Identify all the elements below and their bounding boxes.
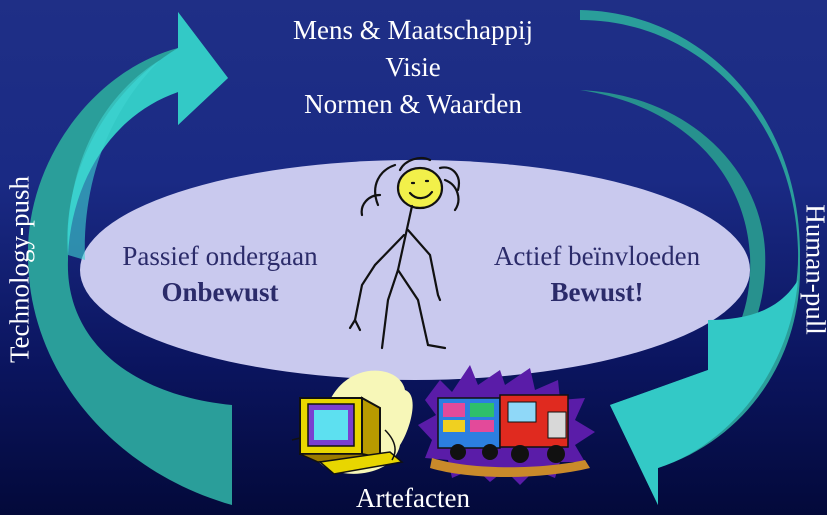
- truck-icon: [418, 365, 595, 485]
- human-pull-arrow: [580, 10, 800, 505]
- technology-push-label: Technology-push: [4, 175, 35, 364]
- center-ellipse: [80, 160, 750, 380]
- computer-icon: [291, 370, 413, 475]
- technology-push-arrow: [27, 12, 232, 505]
- artefacten-label: Artefacten: [356, 483, 470, 513]
- top-label-normen-waarden: Normen & Waarden: [304, 89, 522, 119]
- top-label-mens-maatschappij: Mens & Maatschappij: [293, 15, 533, 45]
- actief-label: Actief beïnvloeden: [493, 241, 701, 271]
- human-pull-label: Human-pull: [800, 204, 827, 335]
- stick-figure-icon: [348, 156, 460, 350]
- bewust-label: Bewust!: [550, 277, 644, 307]
- onbewust-label: Onbewust: [161, 277, 279, 307]
- top-label-visie: Visie: [385, 52, 441, 82]
- passief-label: Passief ondergaan: [122, 241, 318, 271]
